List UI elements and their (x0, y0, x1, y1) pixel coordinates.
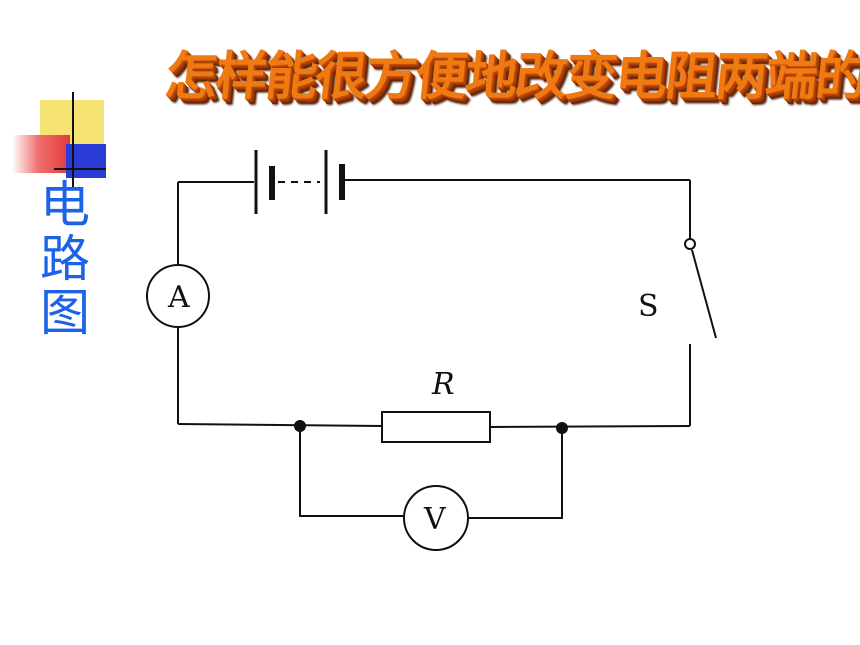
wire-voltmeter-left (299, 426, 404, 517)
switch-label: S (638, 289, 659, 324)
ammeter-symbol (146, 264, 210, 328)
switch-blade (691, 249, 717, 339)
wire-voltmeter-right (468, 428, 563, 519)
decorative-red-square (12, 135, 70, 173)
wire-bottom-right (489, 425, 691, 428)
ammeter-label: A (167, 280, 190, 315)
decorative-vertical-line (72, 92, 74, 187)
wire-bottom-left (177, 423, 383, 427)
decorative-horizontal-line (54, 168, 106, 170)
resistor-label: R (431, 367, 455, 402)
resistor-symbol (381, 411, 491, 443)
switch-pivot (684, 238, 696, 250)
voltmeter-label: V (423, 502, 447, 537)
side-label: 电路图 (40, 176, 90, 342)
